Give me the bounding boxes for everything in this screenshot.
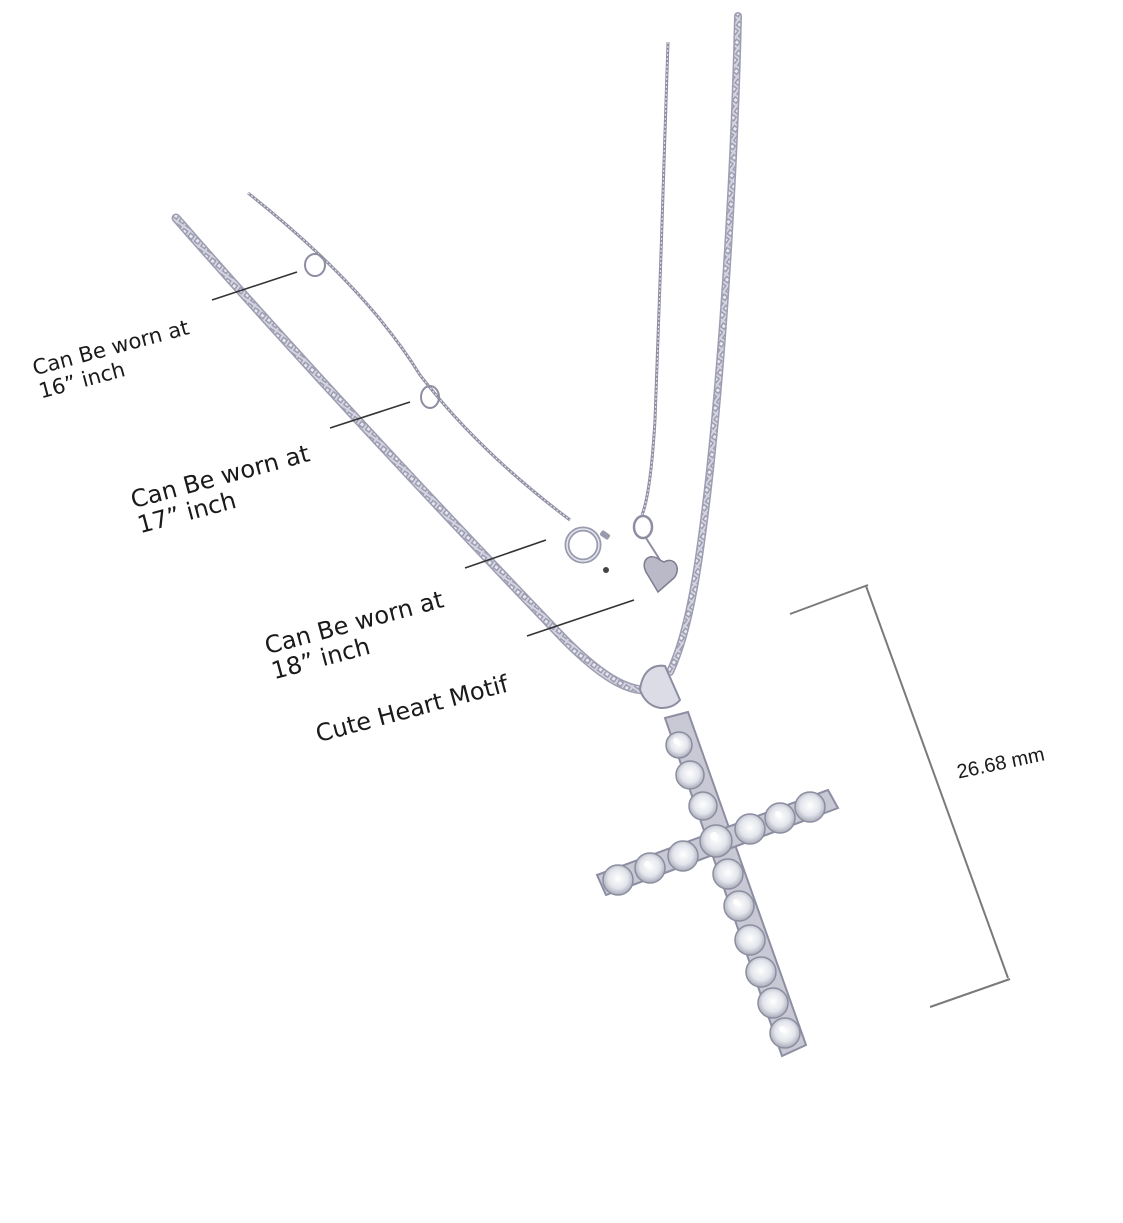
- ring-16-icon: [304, 253, 326, 277]
- heart-tag-icon: [643, 556, 678, 594]
- height-dimension-line: [789, 584, 1011, 1008]
- outer-chain: [171, 12, 742, 695]
- cross-pendant-icon: [595, 664, 840, 1058]
- callout-leader-lines: [211, 271, 635, 637]
- ring-17-icon: [420, 385, 440, 409]
- adjustable-chain: [247, 41, 678, 594]
